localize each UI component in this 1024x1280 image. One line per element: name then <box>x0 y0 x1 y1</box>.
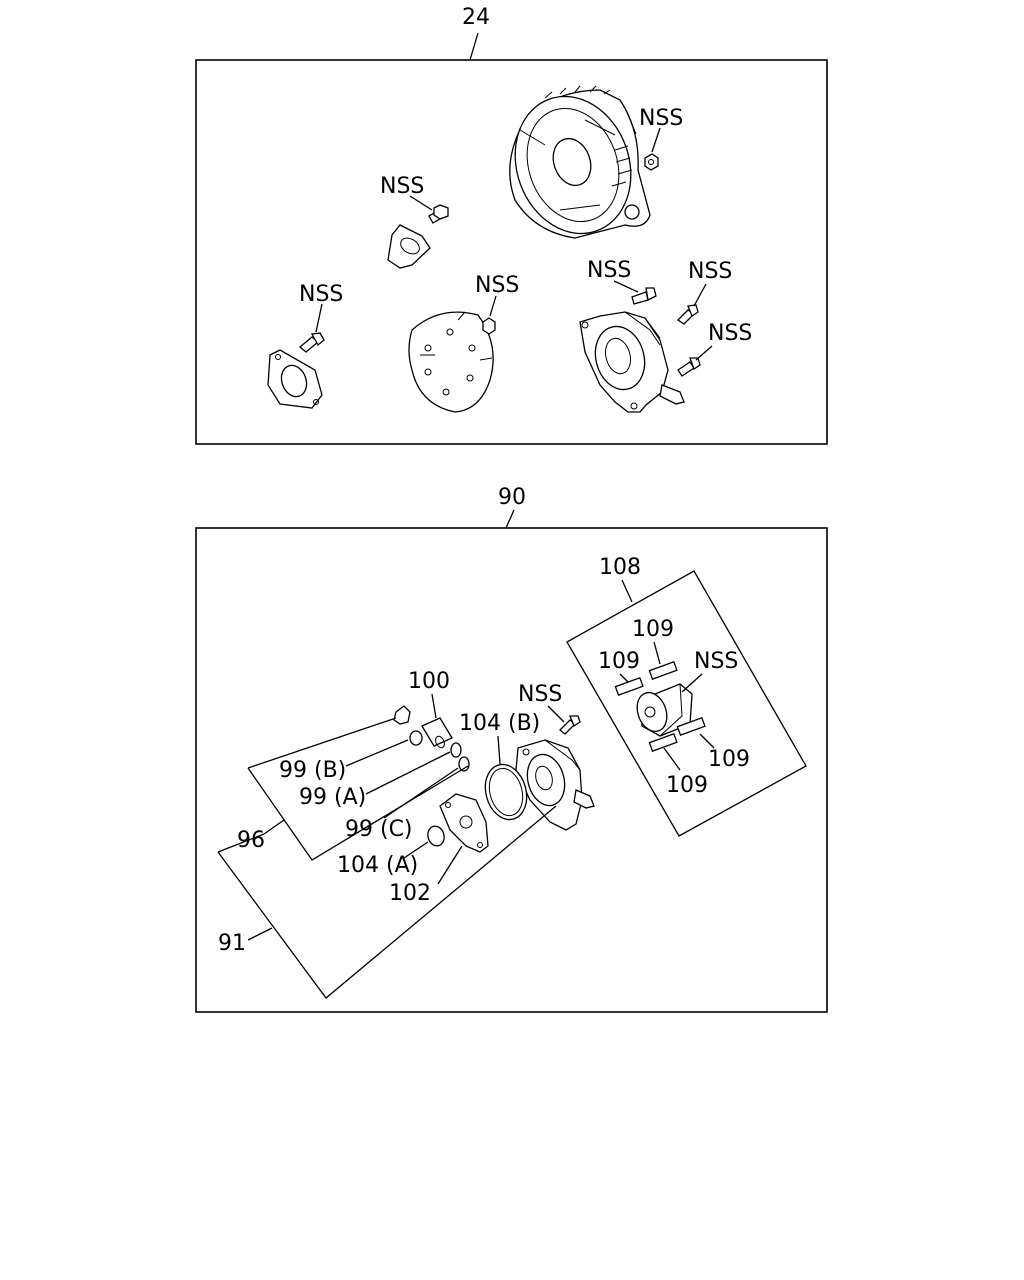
kit-96-bracket <box>247 717 469 861</box>
bolt-icon <box>428 204 449 224</box>
washer-99a <box>450 742 462 758</box>
panel-24-leader <box>469 32 479 61</box>
label-nss-brush: NSS <box>694 649 738 674</box>
label-104b: 104 (B) <box>459 711 540 736</box>
label-nss-plate: NSS <box>299 282 343 307</box>
label-nss-housing: NSS <box>639 106 683 131</box>
panel-24-frame <box>195 59 828 445</box>
front-frame <box>579 311 685 413</box>
brush-bar <box>614 676 644 696</box>
washer-99b <box>409 730 423 746</box>
label-100: 100 <box>408 669 450 694</box>
panel-90-frame <box>195 527 828 1013</box>
bolt-100 <box>393 705 453 749</box>
brush-kit-box <box>566 570 807 837</box>
nut-icon <box>482 317 496 335</box>
oring-104a <box>427 825 445 847</box>
label-108: 108 <box>599 555 641 580</box>
bolt-icon <box>631 287 657 305</box>
label-91: 91 <box>218 931 246 956</box>
bolt-icon <box>298 332 325 353</box>
label-109-top: 109 <box>632 617 674 642</box>
oring-104b <box>484 763 528 821</box>
label-109-right: 109 <box>708 747 750 772</box>
panel-24-ref: 24 <box>462 5 490 30</box>
label-102: 102 <box>389 881 431 906</box>
label-nss-bracket: NSS <box>380 174 424 199</box>
label-nss-frame-b: NSS <box>688 259 732 284</box>
panel-90: 90 108 109 109 NSS 109 109 NSS <box>195 485 828 1013</box>
panel-90-ref: 90 <box>498 485 526 510</box>
nut-icon <box>644 153 659 171</box>
label-109-left: 109 <box>598 649 640 674</box>
brush-bar <box>648 660 678 680</box>
insulator-disc <box>408 311 494 413</box>
label-99a: 99 (A) <box>299 785 366 810</box>
brush-bar <box>676 716 706 736</box>
bracket-part <box>387 224 431 269</box>
label-109-bottom: 109 <box>666 773 708 798</box>
bolt-icon <box>677 357 701 377</box>
rear-housing <box>509 85 651 239</box>
rear-cover-housing <box>515 739 595 831</box>
label-nss-frame-c: NSS <box>708 321 752 346</box>
bolt-icon <box>676 304 699 325</box>
kit-91-bracket <box>217 805 557 999</box>
cover-102 <box>439 793 489 853</box>
mount-plate <box>267 349 323 409</box>
panel-24: 24 NSS NSS <box>195 5 828 445</box>
label-nss-nut: NSS <box>475 273 519 298</box>
label-99c: 99 (C) <box>345 817 413 842</box>
screw-icon <box>559 715 581 735</box>
label-nss-frame-a: NSS <box>587 258 631 283</box>
brush-bar <box>648 732 678 752</box>
label-99b: 99 (B) <box>279 758 346 783</box>
label-nss-screw: NSS <box>518 682 562 707</box>
label-96: 96 <box>237 828 265 853</box>
